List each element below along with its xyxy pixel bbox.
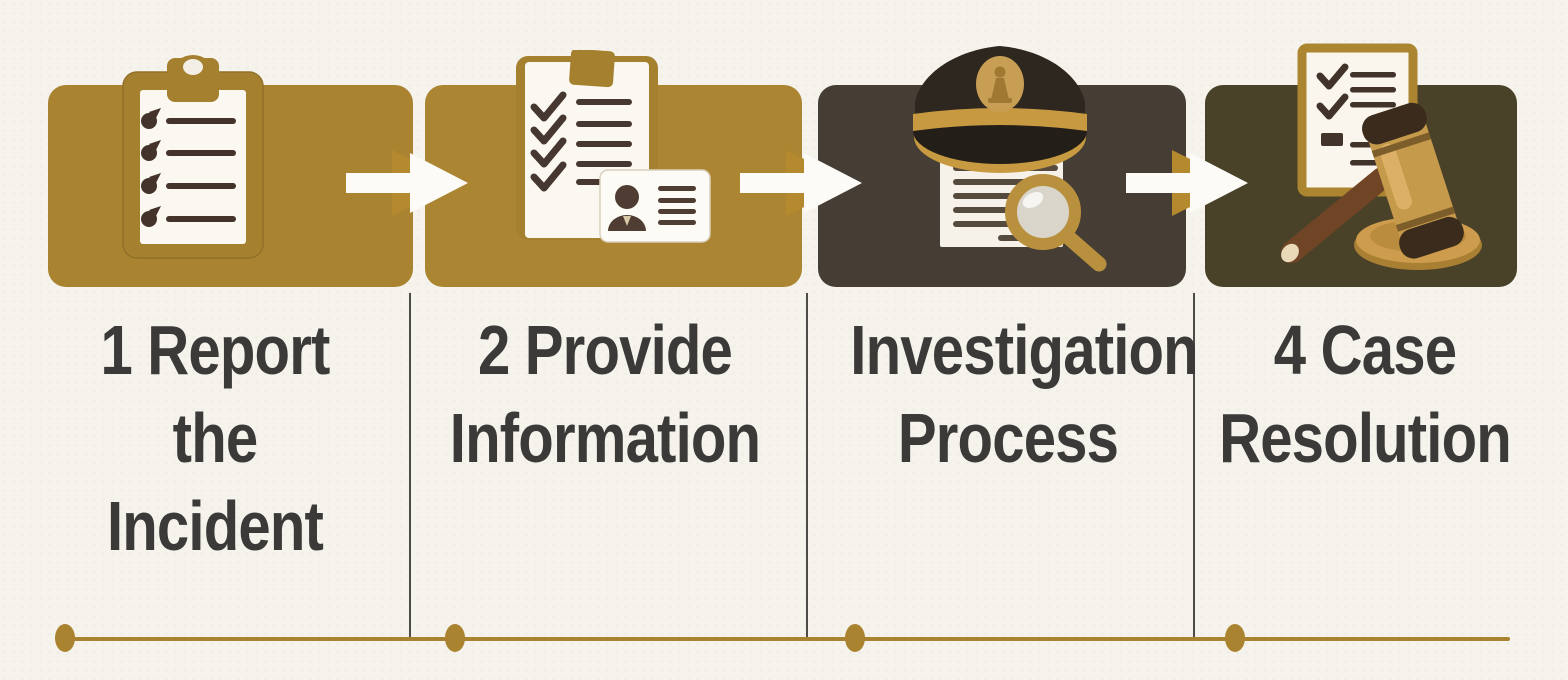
magnifier [1005,174,1107,272]
timeline-dot [845,624,865,652]
step-title-line1: 1 Report [100,311,330,389]
checklist-gavel-icon [1281,43,1482,270]
gavel [1281,102,1482,270]
id-card [599,169,711,243]
label-divider [806,293,808,640]
step-title-line2: the Incident [106,399,324,565]
arrow-right-icon [346,150,468,216]
step-title-line1: 2 Provide [477,311,733,389]
police-cap [913,46,1087,173]
checkmarks [1316,63,1349,120]
label-divider [409,293,411,640]
timeline-line [64,637,1510,641]
step-title-line2: Resolution [1219,399,1512,477]
checklist-rows [141,108,236,227]
timeline-dot [445,624,465,652]
step-title-line2: Process [897,399,1119,477]
timeline-dot [1225,624,1245,652]
label-divider [1193,293,1195,640]
police-cap-report-magnifier-icon [913,46,1107,272]
step-label-investigation-process: Investigation Process [850,306,1198,482]
step-title-line1: 4 Case [1273,311,1457,389]
step-label-provide-information: 2 Provide Information [447,306,762,482]
clipboard-id-card-icon [516,50,711,243]
checkmarks [530,91,567,192]
timeline-dot [55,624,75,652]
arrow-right-icon [1126,150,1248,216]
step-title-line2: Information [449,399,761,477]
step-label-case-resolution: 4 Case Resolution [1207,306,1522,482]
arrow-right-icon [740,150,862,216]
step-label-report-incident: 1 Report the Incident [57,306,372,570]
clipboard-checklist-icon [122,55,264,259]
text-lines [1321,72,1396,166]
step-title-line1: Investigation [850,311,1198,389]
